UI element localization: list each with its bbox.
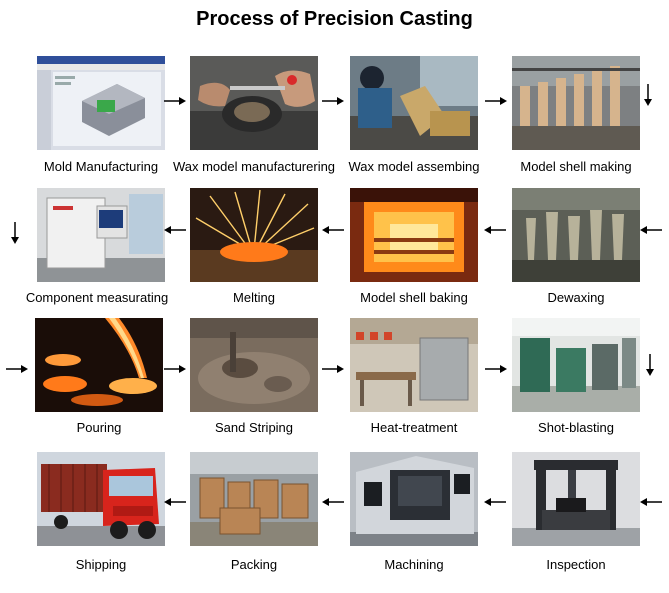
- arrow-down-icon: [10, 222, 20, 244]
- cnc-machine-icon: [350, 452, 478, 546]
- arrow-right-icon: [485, 364, 507, 374]
- worker-assembly-icon: [350, 56, 478, 150]
- arrow-left-icon: [164, 497, 186, 507]
- step-label: Packing: [230, 557, 278, 572]
- step-label: Model shell baking: [360, 290, 468, 305]
- step-label: Wax model manufacturering: [172, 159, 336, 174]
- step-label: Melting: [233, 290, 275, 305]
- measuring-machine-icon: [37, 188, 165, 282]
- arrow-right-icon: [164, 364, 186, 374]
- arrow-left-icon: [484, 225, 506, 235]
- dewax-clusters-icon: [512, 188, 640, 282]
- arrow-down-icon: [645, 354, 655, 376]
- step-label: Shot-blasting: [538, 420, 614, 435]
- furnace-fire-icon: [350, 188, 478, 282]
- arrow-left-icon: [164, 225, 186, 235]
- step-label: Pouring: [76, 420, 122, 435]
- arrow-left-icon: [484, 497, 506, 507]
- red-truck-icon: [37, 452, 165, 546]
- crates-warehouse-icon: [190, 452, 318, 546]
- arrow-left-icon: [640, 497, 662, 507]
- shell-rack-icon: [512, 56, 640, 150]
- arrow-right-icon: [6, 364, 28, 374]
- arrow-right-icon: [164, 96, 186, 106]
- step-label: Model shell making: [520, 159, 632, 174]
- step-label: Sand Striping: [214, 420, 294, 435]
- step-label: Shipping: [75, 557, 127, 572]
- sparks-melting-icon: [190, 188, 318, 282]
- cad-screen-icon: [37, 56, 165, 150]
- step-label: Component measurating: [25, 290, 169, 305]
- hands-wax-icon: [190, 56, 318, 150]
- arrow-down-icon: [643, 84, 653, 106]
- step-label: Dewaxing: [547, 290, 605, 305]
- arrow-right-icon: [322, 364, 344, 374]
- arrow-left-icon: [640, 225, 662, 235]
- step-label: Machining: [384, 557, 444, 572]
- arrow-right-icon: [322, 96, 344, 106]
- step-label: Mold Manufacturing: [43, 159, 159, 174]
- page-title: Process of Precision Casting: [196, 8, 473, 30]
- molten-pour-icon: [35, 318, 163, 412]
- arrow-left-icon: [322, 497, 344, 507]
- step-label: Wax model assembing: [348, 159, 480, 174]
- cmm-inspection-icon: [512, 452, 640, 546]
- blast-workshop-icon: [512, 318, 640, 412]
- arrow-right-icon: [485, 96, 507, 106]
- sand-pile-icon: [190, 318, 318, 412]
- step-label: Inspection: [546, 557, 606, 572]
- arrow-left-icon: [322, 225, 344, 235]
- step-label: Heat-treatment: [370, 420, 458, 435]
- heat-oven-icon: [350, 318, 478, 412]
